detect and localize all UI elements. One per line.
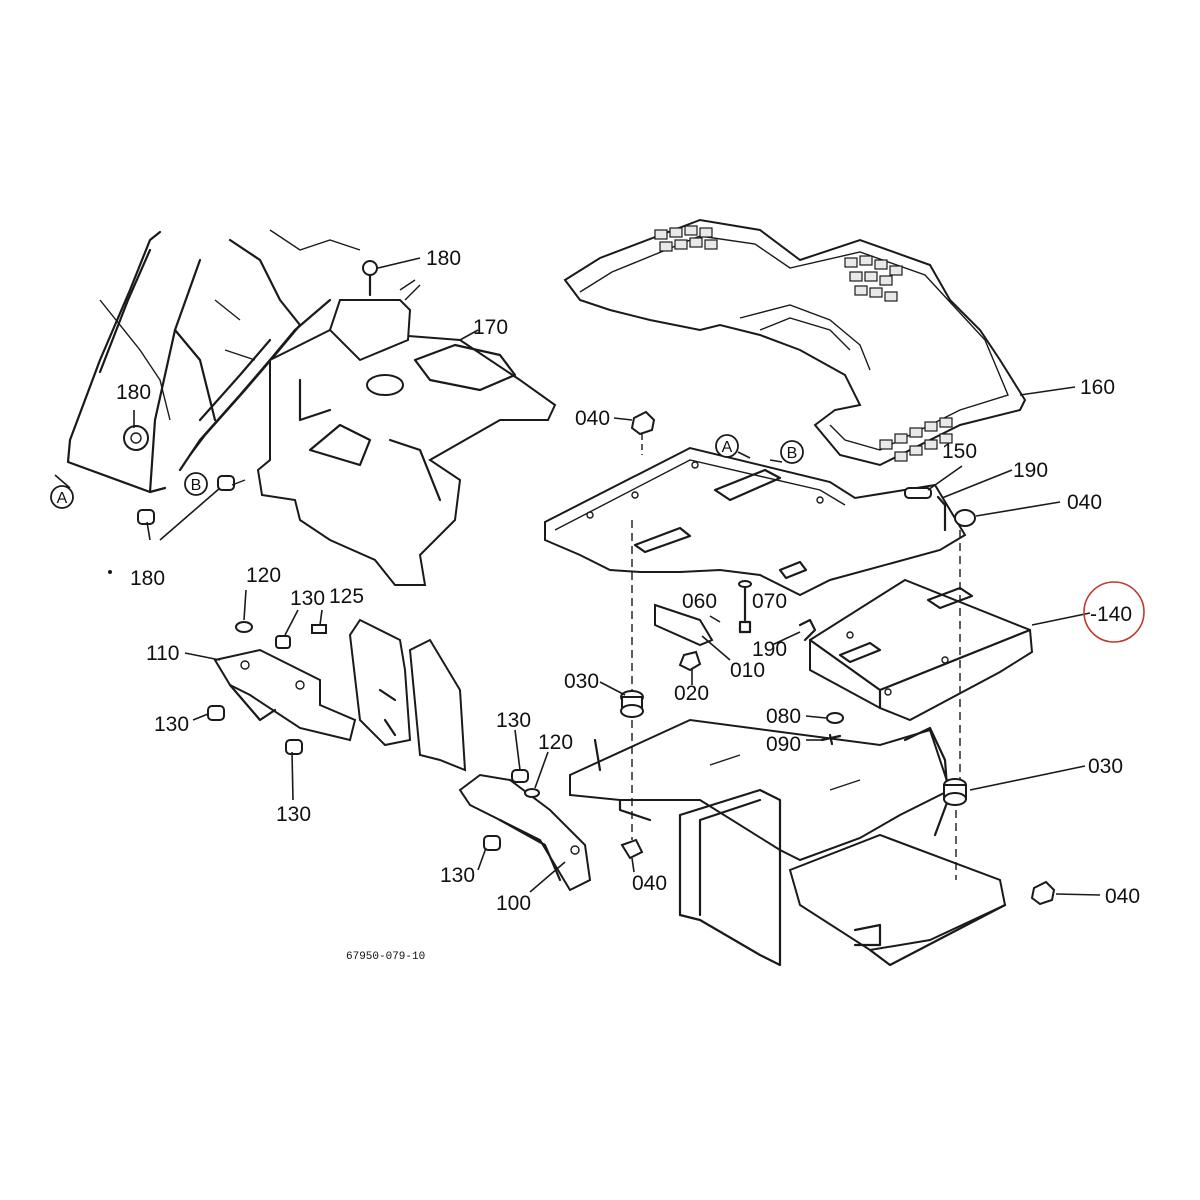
panel-170 <box>256 260 557 586</box>
callout-040-center: 040 <box>575 407 610 430</box>
mat-tread-bottom <box>879 417 953 462</box>
callout-130-bottom: 130 <box>440 864 475 887</box>
callout-020: 020 <box>674 682 709 705</box>
floor-mat-160 <box>563 218 1027 467</box>
callout-030-right: 030 <box>1088 755 1123 778</box>
callout-140: -140 <box>1090 603 1132 626</box>
callout-180-left: 180 <box>116 381 151 404</box>
ref-mark-a-left: A <box>50 474 74 509</box>
main-frame <box>569 718 1007 967</box>
callouts: 180 170 180 180 160 040 150 190 040 -140… <box>116 247 1140 915</box>
callout-010: 010 <box>730 659 765 682</box>
callout-180-bottom: 180 <box>130 567 165 590</box>
highlight-ring-140 <box>1083 581 1145 643</box>
callout-090: 090 <box>766 733 801 756</box>
ref-mark-b-plate: B <box>769 440 804 464</box>
callout-060: 060 <box>682 590 717 613</box>
leader-lines <box>133 257 1101 896</box>
bracket-110 <box>213 648 357 742</box>
callout-180-top: 180 <box>426 247 461 270</box>
diagram-code: 67950-079-10 <box>346 951 425 963</box>
svg-text:B: B <box>191 477 202 494</box>
cover-plate-140 <box>808 578 1034 722</box>
callout-190-top: 190 <box>1013 459 1048 482</box>
bracket-center-left <box>348 618 467 772</box>
callout-190-mid: 190 <box>752 638 787 661</box>
callout-040-bottom: 040 <box>632 872 667 895</box>
ref-mark-b-left: B <box>184 472 208 496</box>
callout-170: 170 <box>473 316 508 339</box>
callout-100: 100 <box>496 892 531 915</box>
callout-070: 070 <box>752 590 787 613</box>
callout-150: 150 <box>942 440 977 463</box>
callout-125: 125 <box>329 585 364 608</box>
callout-130-left: 130 <box>154 713 189 736</box>
callout-130-mid: 130 <box>496 709 531 732</box>
stray-dot <box>108 570 112 574</box>
fasteners <box>137 410 1056 906</box>
callout-130-lower: 130 <box>276 803 311 826</box>
callout-120-mid: 120 <box>538 731 573 754</box>
svg-text:B: B <box>787 445 798 462</box>
callout-040-bottom-right: 040 <box>1105 885 1140 908</box>
mat-tread-top <box>654 225 903 302</box>
callout-130-top: 130 <box>290 587 325 610</box>
callout-040-right: 040 <box>1067 491 1102 514</box>
callout-030-center: 030 <box>564 670 599 693</box>
callout-160: 160 <box>1080 376 1115 399</box>
fender-panel <box>66 229 361 494</box>
callout-080: 080 <box>766 705 801 728</box>
step-plate <box>544 446 967 597</box>
bracket-100 <box>458 773 592 892</box>
svg-text:A: A <box>722 439 733 456</box>
ref-mark-a-plate: A <box>715 434 751 459</box>
callout-120-left: 120 <box>246 564 281 587</box>
svg-text:A: A <box>57 490 68 507</box>
callout-110: 110 <box>146 642 179 665</box>
